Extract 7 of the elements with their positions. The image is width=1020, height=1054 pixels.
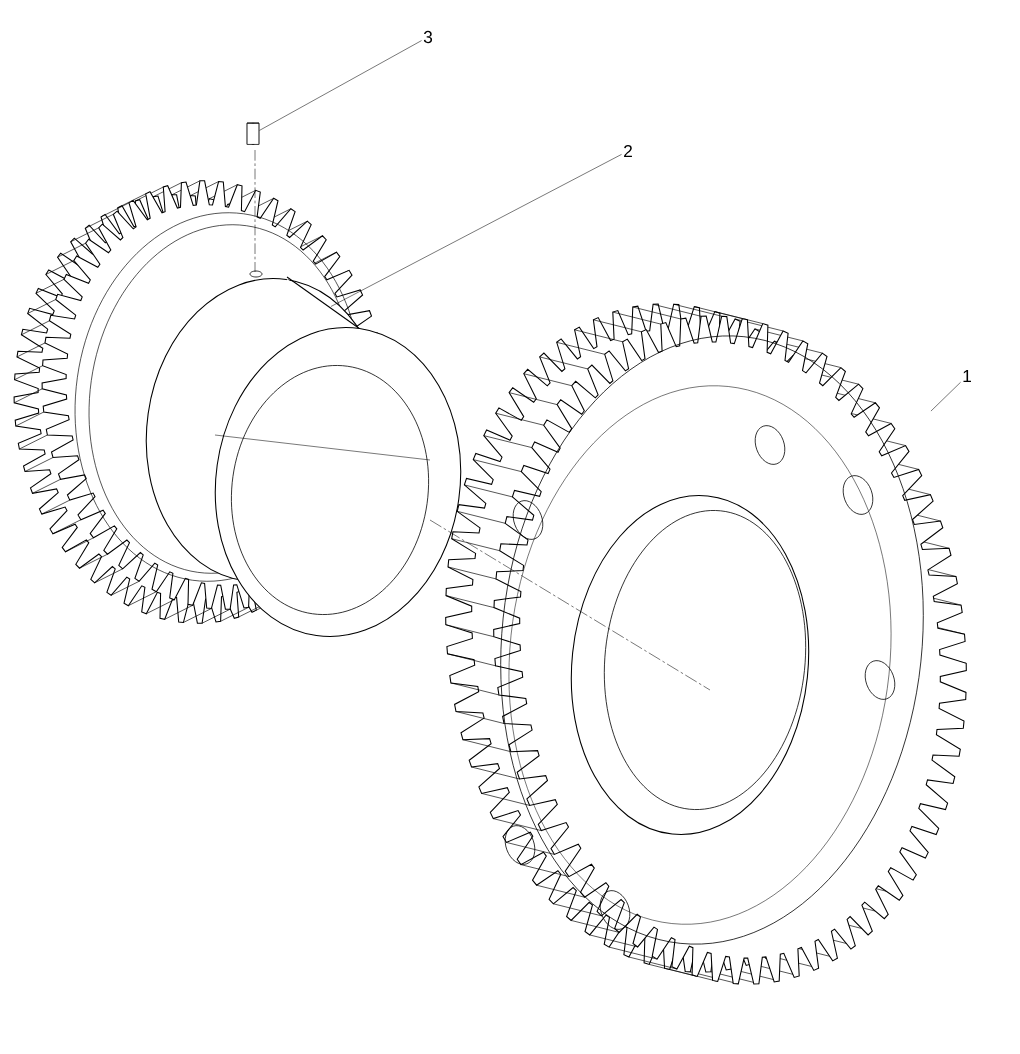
callout-number: 1 bbox=[963, 370, 971, 382]
leader-line bbox=[930, 382, 961, 412]
leader-line bbox=[259, 40, 422, 131]
callout-number: 2 bbox=[624, 144, 632, 158]
pin-drawing bbox=[246, 122, 260, 145]
callout-number: 3 bbox=[423, 30, 433, 44]
gear-drawing bbox=[13, 149, 462, 637]
